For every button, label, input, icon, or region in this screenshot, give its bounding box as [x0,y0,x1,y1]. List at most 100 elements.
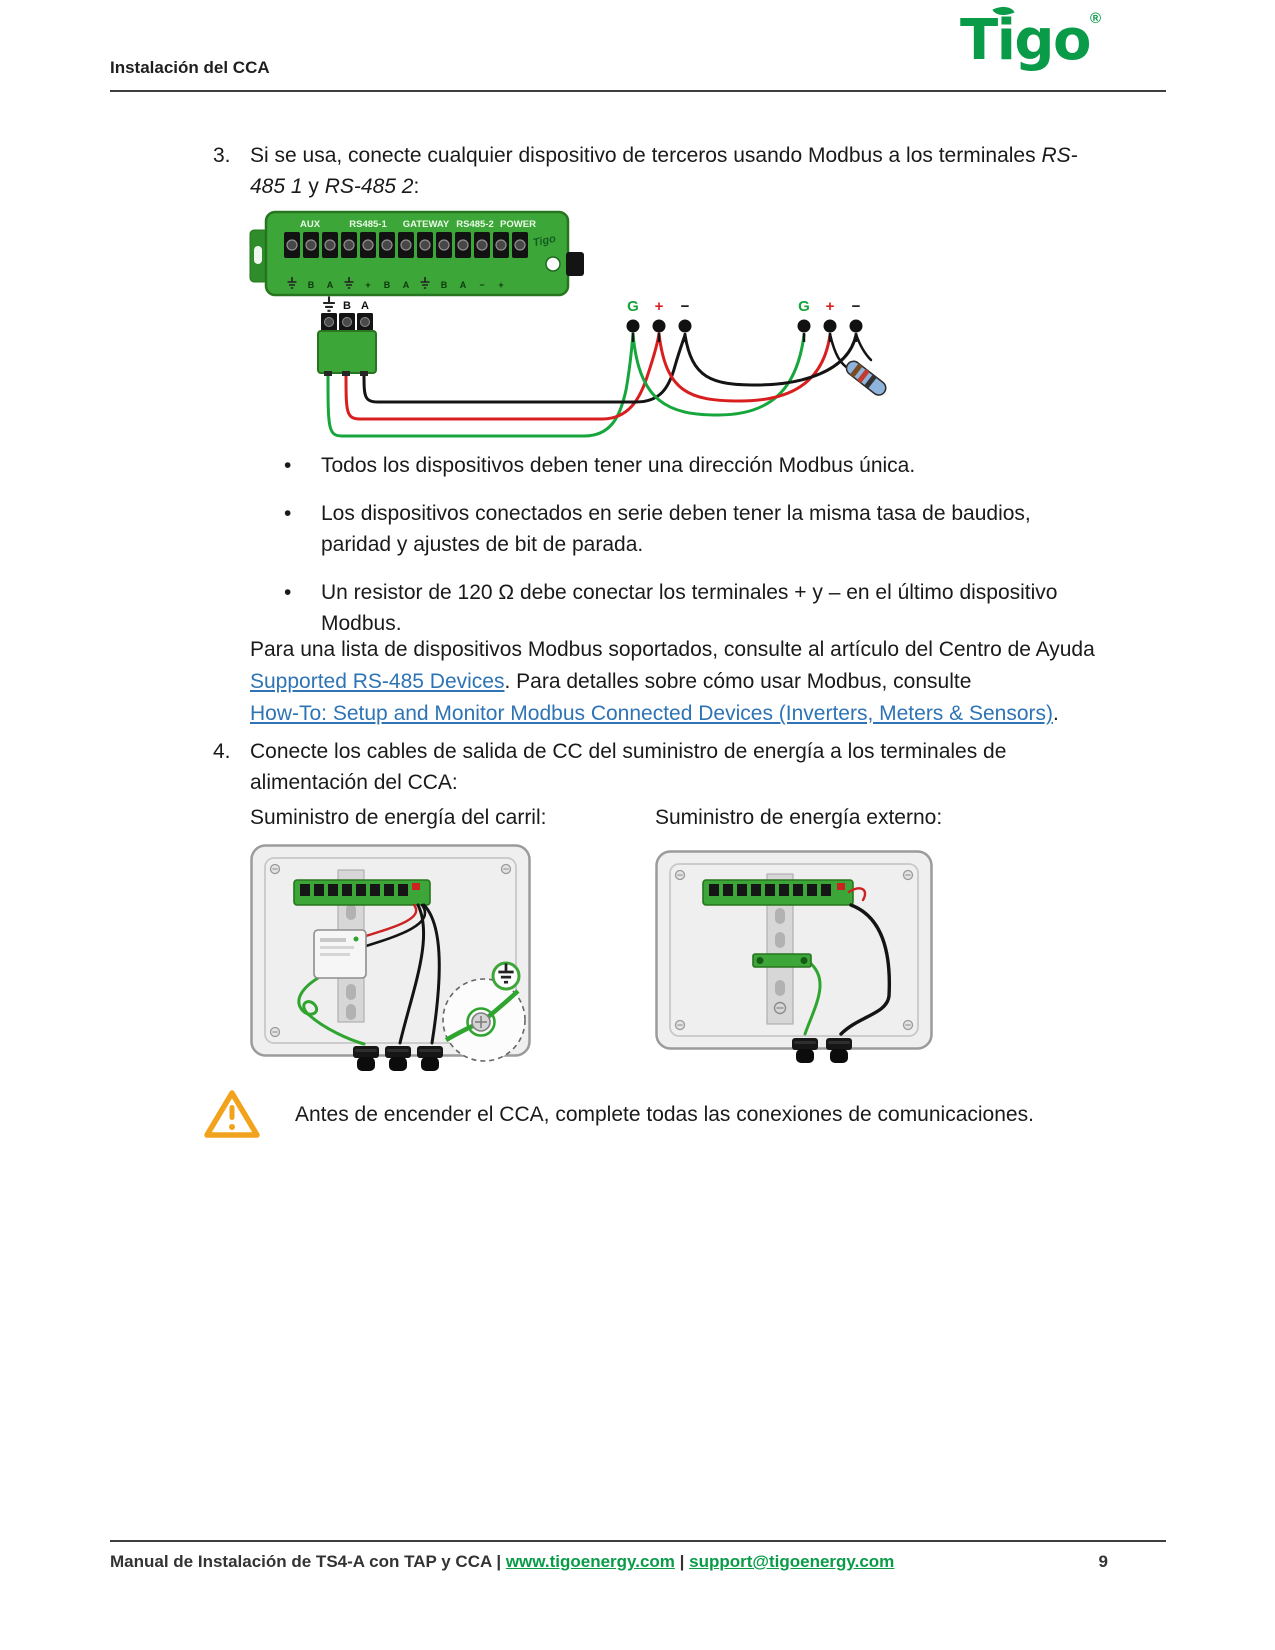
terminal-label-plus: + [826,298,835,315]
ground-wire [297,976,366,1046]
cca-terminal-strip: AUX RS485-1 GATEWAY RS485-2 POWER B A [249,210,584,297]
red-wire [847,887,867,902]
warning-note: Antes de encender el CCA, complete todas… [203,1088,1113,1140]
svg-text:B: B [308,280,315,290]
rail-power-figure [248,842,535,1079]
supported-rs485-devices-link[interactable]: Supported RS-485 Devices [250,670,505,693]
ground-detail-magnifier [442,978,526,1062]
footer-rule [110,1540,1166,1542]
pin-symbol-row: B A + B A B A − + [286,276,504,290]
header-section-title: Instalación del CCA [110,58,270,77]
cable-gland [792,1038,818,1063]
terminal-screw [797,319,811,333]
terminal-screw [849,319,863,333]
cca-strip [702,879,854,906]
cable-gland [826,1038,852,1063]
corner-screw [674,1019,686,1031]
list-item: •Los dispositivos conectados en serie de… [284,498,1094,560]
connector-pin-a: A [361,300,369,312]
tigo-logo-text: Tigo [960,8,1091,73]
modbus-wiring-figure: AUX RS485-1 GATEWAY RS485-2 POWER B A [248,206,898,449]
device1-terminals: G + − [626,298,692,342]
tigoenergy-website-link[interactable]: www.tigoenergy.com [505,1552,675,1571]
svg-text:B: B [441,280,448,290]
black-wire [398,903,426,1045]
black-wire [364,903,426,948]
terminal-screw [678,319,692,333]
corner-screw [902,1019,914,1031]
step-3-text-c: : [413,175,420,198]
step-3-number: 3. [213,144,231,167]
cable-gland [417,1046,443,1071]
modbus-notes-list: • Todos los dispositivos deben tener una … [284,450,1094,656]
resistor-lead [854,332,873,362]
step-4-text: Conecte los cables de salida de CC del s… [250,740,1007,794]
paragraph-text-c: . [1053,702,1059,725]
svg-text:B: B [384,280,391,290]
black-wire [839,903,892,1036]
cca-strip [293,879,431,906]
bullet-text: Los dispositivos conectados en serie deb… [321,502,1031,556]
vdc-marker [837,883,845,890]
tigo-logo: Tigo® [960,1,1150,80]
port-label-aux: AUX [300,219,321,230]
terminal-label-minus: − [852,298,861,315]
rs485-2-reference: RS-485 2 [324,175,414,198]
footer-text-a: Manual de Instalación de TS4-A con TAP y… [110,1552,506,1571]
bullet-marker: • [284,454,292,477]
cable-gland [385,1046,411,1071]
power-supply-module [313,929,367,979]
terminal-screw [652,319,666,333]
step-3-text: Si se usa, conecte cualquier dispositivo… [250,140,1095,202]
rs485-1-reference: RS-485 1 [250,144,1078,198]
svg-text:A: A [403,280,410,290]
caption-rail-power: Suministro de energía del carril: [250,806,547,829]
red-wire [364,903,418,938]
ground-wire [486,989,520,1019]
svg-text:A: A [327,280,334,290]
bullet-text: Todos los dispositivos deben tener una d… [321,454,916,477]
step-3-text-b: y [302,175,325,198]
bullet-marker: • [284,581,292,604]
paragraph-text-b: . Para detalles sobre cómo usar Modbus, … [504,670,972,693]
list-item: • Todos los dispositivos deben tener una … [284,450,1094,481]
caption-external-power: Suministro de energía externo: [655,806,943,829]
footer-text: Manual de Instalación de TS4-A con TAP y… [110,1552,894,1572]
terminal-screw [626,319,640,333]
three-pin-connector: B A [317,295,377,376]
vdc-marker [412,883,420,890]
support-email-link[interactable]: support@tigoenergy.com [689,1552,895,1571]
external-power-diagram [655,850,933,1063]
port-label-rs485-2: RS485-2 [456,219,494,230]
black-wire [362,333,687,404]
terminal-label-minus: − [681,298,690,315]
corner-screw [674,869,686,881]
registered-trademark: ® [1089,10,1102,27]
port-label-gateway: GATEWAY [403,219,450,230]
warning-icon [204,1090,260,1138]
ground-icon [322,295,336,312]
howto-modbus-link[interactable]: How-To: Setup and Monitor Modbus Connect… [250,702,1054,725]
red-wire [657,332,832,403]
svg-text:A: A [460,280,467,290]
step-3: 3. Si se usa, conecte cualquier disposit… [213,140,1108,202]
device2-terminals: G + − [797,298,863,342]
device-tigo-logo: Tigo [532,233,557,250]
warning-text: Antes de encender el CCA, complete todas… [295,1102,1034,1126]
rail-power-diagram [250,844,531,1071]
connector-pin-b: B [343,300,351,312]
page-number: 9 [1098,1552,1108,1571]
list-item: •Un resistor de 120 Ω debe conectar los … [284,577,1094,639]
corner-screw [269,863,281,875]
footer-text-b: | [674,1552,690,1571]
terminal-label-g: G [798,298,810,315]
rail-end-screw [773,1001,787,1015]
paragraph-text-a: Para una lista de dispositivos Modbus so… [250,638,1095,661]
corner-screw [902,869,914,881]
svg-text:+: + [498,280,503,290]
svg-text:+: + [365,280,370,290]
svg-text:−: − [479,280,484,290]
ground-symbol-badge [491,961,521,991]
ring-terminal [466,1007,496,1037]
